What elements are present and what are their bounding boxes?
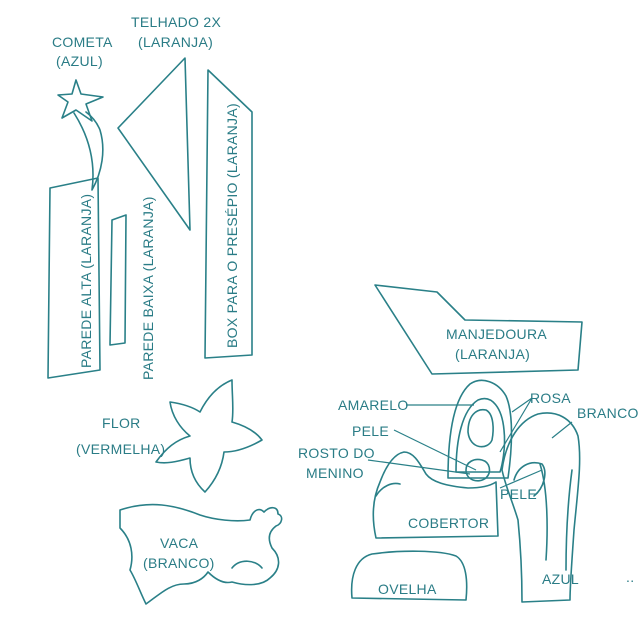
low-wall-label: PAREDE BAIXA (LARANJA) xyxy=(140,196,156,380)
box-label: BOX PARA O PRESÉPIO (LARANJA) xyxy=(224,103,240,348)
blanket-shape xyxy=(372,451,499,539)
comet-label: COMETA xyxy=(52,34,113,50)
pele-joseph-leader xyxy=(499,469,543,489)
blanket-fold xyxy=(375,482,401,497)
rosto-menino-leader xyxy=(367,459,471,475)
mary-outer-veil xyxy=(447,379,513,479)
rosa-leader xyxy=(511,397,533,413)
mary-piece xyxy=(447,379,513,479)
flower-label: FLOR xyxy=(102,415,141,431)
manger-label: MANJEDOURA xyxy=(446,326,547,342)
flower-color-label: (VERMELHA) xyxy=(76,441,165,457)
joseph-body xyxy=(501,412,581,603)
branco-label: BRANCO xyxy=(577,405,639,421)
azul-label: AZUL xyxy=(542,571,579,587)
cow-label: VACA xyxy=(160,535,199,551)
manger-piece xyxy=(374,284,583,375)
comet-color-label: (AZUL) xyxy=(56,53,103,69)
cow-nose-detail xyxy=(231,560,263,569)
joseph-piece xyxy=(501,412,581,603)
low-wall-piece xyxy=(109,214,127,346)
joseph-robe-line-2 xyxy=(565,469,573,571)
tall-wall-piece xyxy=(47,177,101,379)
mary-face xyxy=(467,408,494,448)
pele-mary-label: PELE xyxy=(352,423,389,439)
box-piece xyxy=(204,69,253,359)
cow-color-label: (BRANCO) xyxy=(143,555,215,571)
tall-wall-label: PAREDE ALTA (LARANJA) xyxy=(78,194,94,368)
roof-piece xyxy=(117,57,191,231)
mary-inner-veil xyxy=(455,397,506,473)
comet-piece xyxy=(57,79,104,191)
ellipsis-mark: .. xyxy=(626,569,634,585)
rosa-label: ROSA xyxy=(530,390,571,406)
rosa-leader-2 xyxy=(499,397,533,453)
roof-color-label: (LARANJA) xyxy=(138,34,213,50)
cow-piece xyxy=(119,503,283,605)
baby-piece xyxy=(372,451,499,539)
branco-leader xyxy=(551,421,573,439)
comet-tail-shape xyxy=(73,111,104,191)
joseph-robe-line xyxy=(539,463,548,561)
pele-joseph-label: PELE xyxy=(500,486,537,502)
manger-color-label: (LARANJA) xyxy=(455,346,530,362)
rosto-menino-label-2: MENINO xyxy=(306,465,364,481)
rosto-menino-label-1: ROSTO DO xyxy=(298,445,375,461)
roof-label: TELHADO 2X xyxy=(131,14,221,30)
amarelo-label: AMARELO xyxy=(338,397,409,413)
comet-star-shape xyxy=(57,79,104,122)
sheep-piece xyxy=(350,550,468,601)
flower-piece xyxy=(155,379,263,493)
cobertor-label: COBERTOR xyxy=(408,515,489,531)
pele-mary-leader xyxy=(393,429,477,471)
baby-face xyxy=(465,458,491,482)
ovelha-label: OVELHA xyxy=(378,581,437,597)
joseph-face xyxy=(513,462,546,497)
leader-lines xyxy=(367,397,573,489)
